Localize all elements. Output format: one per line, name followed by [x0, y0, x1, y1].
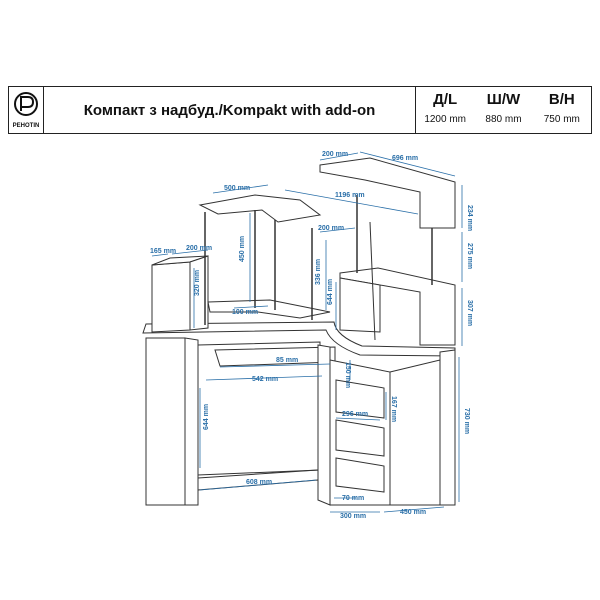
drawer-2	[335, 419, 385, 457]
dim-85: 85 mm	[276, 357, 298, 364]
support-posts	[204, 195, 433, 325]
dim-320: 320 mm	[194, 270, 201, 296]
dim-307: 307 mm	[466, 300, 473, 326]
dimension-lines	[151, 151, 463, 513]
width-value: 880 mm	[485, 114, 522, 125]
dim-1196: 1196 mm	[335, 192, 365, 199]
pehotin-logo-icon: PEHOTIN	[13, 92, 40, 129]
dim-608: 608 mm	[246, 479, 272, 486]
height-value: 750 mm	[543, 114, 580, 125]
drawer-3	[335, 457, 385, 493]
right-side-panel	[439, 349, 456, 506]
pedestal-front-edge	[317, 344, 331, 506]
desk-outline	[142, 157, 456, 506]
brand-logo: PEHOTIN	[9, 87, 44, 133]
tabletop	[142, 321, 456, 357]
dim-730: 730 mm	[463, 408, 470, 434]
dim-500: 500 mm	[224, 185, 250, 192]
length-value: 1200 mm	[424, 114, 466, 125]
width-dimension: Ш/W 880 mm	[474, 87, 532, 133]
width-label: Ш/W	[486, 91, 521, 108]
dim-200-left: 200 mm	[186, 245, 212, 252]
title-block: PEHOTIN Компакт з надбуд./Kompakt with a…	[8, 86, 592, 134]
right-side-inner	[389, 359, 441, 506]
dim-70: 70 mm	[342, 495, 364, 502]
height-label: В/H	[548, 91, 575, 108]
vertical-divider	[369, 221, 376, 341]
dim-200-mid: 200 mm	[318, 225, 344, 232]
brand-name: PEHOTIN	[13, 123, 40, 129]
corner-top-shelf	[198, 194, 322, 223]
floor-line	[197, 469, 319, 479]
left-tower	[151, 261, 191, 333]
right-top-shelf	[319, 157, 456, 229]
keyboard-tray	[214, 346, 336, 367]
left-tower-side	[189, 255, 209, 331]
dim-644-small: 644 mm	[327, 279, 334, 305]
left-panel-edge	[184, 337, 199, 506]
dim-167: 167 mm	[390, 396, 397, 422]
dim-275: 275 mm	[466, 243, 473, 269]
overall-dimensions: Д/L 1200 mm Ш/W 880 mm В/H 750 mm	[416, 87, 591, 133]
length-label: Д/L	[433, 91, 458, 108]
left-side-panel	[145, 337, 186, 506]
dim-300: 300 mm	[340, 513, 366, 520]
dimension-labels: 200 mm 696 mm 500 mm 1196 mm 234 mm 275 …	[150, 151, 473, 520]
dim-450: 450 mm	[239, 236, 246, 262]
dim-100: 100 mm	[232, 309, 258, 316]
dim-696: 696 mm	[392, 155, 418, 162]
height-dimension: В/H 750 mm	[533, 87, 591, 133]
dim-165: 165 mm	[150, 248, 176, 255]
drawer-1	[335, 379, 385, 419]
dim-296: 296 mm	[342, 411, 368, 418]
dim-200-top: 200 mm	[322, 151, 348, 158]
dim-644: 644 mm	[203, 404, 210, 430]
corner-lower-shelf	[207, 299, 331, 319]
product-title: Компакт з надбуд./Kompakt with add-on	[44, 87, 416, 133]
right-lower-cabinet-front	[339, 277, 381, 333]
dim-150: 150 mm	[344, 362, 351, 388]
dim-450-bottom: 450 mm	[400, 509, 426, 516]
dim-234: 234 mm	[466, 205, 473, 231]
dim-542: 542 mm	[252, 376, 278, 383]
length-dimension: Д/L 1200 mm	[416, 87, 474, 133]
dim-336: 336 mm	[315, 259, 322, 285]
